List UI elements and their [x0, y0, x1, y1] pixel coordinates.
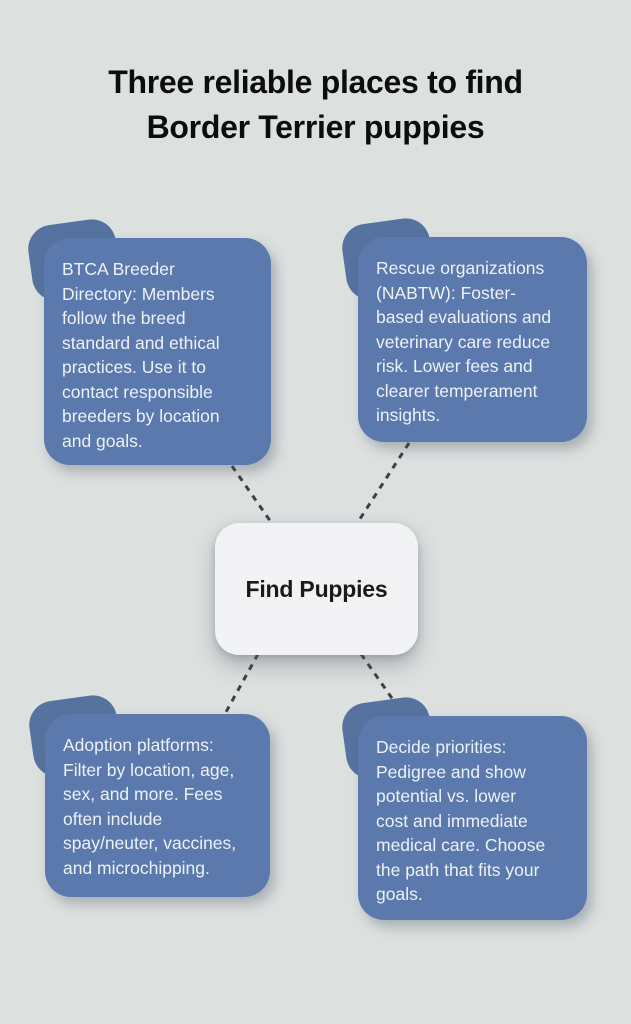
connector-top-left: [230, 465, 275, 526]
node-text: Decide priorities: Pedigree and show pot…: [376, 737, 546, 904]
node-text: Adoption platforms: Filter by location, …: [63, 735, 237, 878]
node-rescue-organizations: Rescue organizations (NABTW): Foster- ba…: [358, 237, 587, 442]
node-adoption-platforms: Adoption platforms: Filter by location, …: [45, 714, 270, 897]
page-title: Three reliable places to find Border Ter…: [108, 64, 523, 145]
node-text: BTCA Breeder Directory: Members follow t…: [62, 259, 220, 451]
center-node-label: Find Puppies: [245, 575, 388, 602]
center-node-find-puppies: Find Puppies: [215, 523, 418, 655]
connector-bottom-left: [224, 653, 260, 713]
node-btca-breeder-directory: BTCA Breeder Directory: Members follow t…: [44, 238, 271, 465]
node-decide-priorities: Decide priorities: Pedigree and show pot…: [358, 716, 587, 920]
connector-top-right: [354, 442, 411, 526]
node-text: Rescue organizations (NABTW): Foster- ba…: [376, 258, 552, 425]
